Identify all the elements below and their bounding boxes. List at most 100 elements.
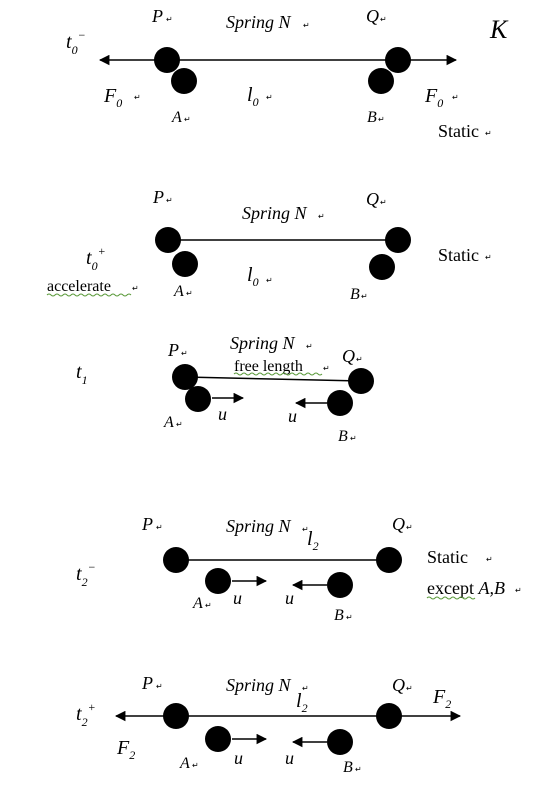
ball-b — [327, 390, 353, 416]
label-a: A — [179, 755, 190, 772]
return-mark: ↵ — [181, 349, 188, 358]
panel-t0-minus: t0− P ↵ Spring N ↵ Q ↵ F0 ↵ l0 ↵ F0 ↵ A … — [66, 6, 492, 141]
label-q: Q — [366, 189, 379, 209]
label-p: P — [141, 514, 153, 534]
velocity-label: u — [234, 748, 243, 768]
label-p: P — [167, 340, 179, 360]
spring-label: Spring N — [230, 333, 296, 353]
return-mark: ↵ — [356, 355, 363, 364]
ball-a — [172, 251, 198, 277]
return-mark: ↵ — [302, 684, 309, 693]
length-label: l0 — [247, 84, 259, 109]
return-mark: ↵ — [406, 684, 413, 693]
return-mark: ↵ — [303, 21, 310, 30]
mass-p — [172, 364, 198, 390]
state-note: except A,B — [427, 578, 505, 598]
label-q: Q — [392, 514, 405, 534]
time-label: t2− — [76, 560, 96, 589]
return-mark: ↵ — [380, 198, 387, 207]
return-mark: ↵ — [306, 342, 313, 351]
state-label: Static — [427, 547, 468, 567]
ball-a — [205, 568, 231, 594]
panel-t2-minus: P ↵ Spring N ↵ l2 Q ↵ u u A ↵ B ↵ t2− St… — [76, 514, 522, 624]
state-label: Static — [438, 245, 479, 265]
label-a: A — [171, 109, 182, 126]
spellcheck-underline — [46, 293, 132, 297]
spring-label: Spring N — [242, 203, 308, 223]
return-mark: ↵ — [266, 276, 273, 285]
label-b: B — [338, 428, 348, 445]
ball-b — [327, 572, 353, 598]
force-label-left: F2 — [116, 737, 135, 762]
label-q: Q — [392, 675, 405, 695]
time-label: t0+ — [86, 244, 106, 273]
state-label: Static — [438, 121, 479, 141]
force-label-right: F2 — [432, 686, 451, 711]
return-mark: ↵ — [361, 292, 368, 301]
return-mark: ↵ — [186, 289, 193, 298]
panel-t1: Spring N ↵ free length ↵ P ↵ Q ↵ t1 u u … — [76, 333, 374, 445]
label-a: A — [192, 595, 203, 612]
ball-b — [327, 729, 353, 755]
label-p: P — [141, 673, 153, 693]
label-p: P — [151, 6, 163, 26]
return-mark: ↵ — [132, 284, 139, 293]
label-a: A — [163, 414, 174, 431]
return-mark: ↵ — [355, 765, 362, 774]
label-a: A — [173, 283, 184, 300]
return-mark: ↵ — [192, 761, 199, 770]
panel-t0-plus: P ↵ Spring N ↵ Q ↵ t0+ accelerate ↵ l0 ↵… — [46, 187, 492, 303]
length-label: l2 — [307, 528, 319, 553]
return-mark: ↵ — [156, 682, 163, 691]
corner-label: K — [489, 15, 509, 44]
mass-q — [385, 47, 411, 73]
return-mark: ↵ — [346, 613, 353, 622]
return-mark: ↵ — [134, 93, 141, 102]
mass-p — [163, 547, 189, 573]
return-mark: ↵ — [318, 212, 325, 221]
time-label: t1 — [76, 361, 88, 387]
return-mark: ↵ — [176, 420, 183, 429]
velocity-label: u — [285, 748, 294, 768]
return-mark: ↵ — [406, 523, 413, 532]
mass-q — [385, 227, 411, 253]
label-b: B — [343, 759, 353, 776]
spellcheck-underline — [426, 596, 476, 600]
label-b: B — [367, 109, 377, 126]
spring-line — [184, 376, 362, 382]
ball-b — [368, 68, 394, 94]
panel-t2-plus: P ↵ Spring N ↵ l2 Q ↵ F2 t2+ F2 u u A ↵ … — [76, 673, 462, 776]
spellcheck-underline — [233, 372, 323, 376]
return-mark: ↵ — [266, 93, 273, 102]
return-mark: ↵ — [380, 15, 387, 24]
time-label: t0− — [66, 28, 86, 57]
return-mark: ↵ — [302, 525, 309, 534]
return-mark: ↵ — [485, 129, 492, 138]
note-accelerate: accelerate — [47, 278, 111, 295]
return-mark: ↵ — [515, 586, 522, 595]
return-mark: ↵ — [323, 364, 330, 373]
mass-p — [155, 227, 181, 253]
velocity-label: u — [288, 406, 297, 426]
return-mark: ↵ — [486, 555, 493, 564]
ball-a — [171, 68, 197, 94]
spring-label: Spring N — [226, 12, 292, 32]
length-label: l0 — [247, 264, 259, 289]
velocity-label: u — [218, 404, 227, 424]
force-label-left: F0 — [103, 85, 122, 110]
return-mark: ↵ — [205, 601, 212, 610]
spring-label: Spring N — [226, 675, 292, 695]
velocity-label: u — [233, 588, 242, 608]
time-label: t2+ — [76, 700, 96, 729]
mass-q — [348, 368, 374, 394]
free-length-label: free length — [234, 358, 303, 375]
mass-p — [163, 703, 189, 729]
return-mark: ↵ — [485, 253, 492, 262]
label-b: B — [350, 286, 360, 303]
mass-q — [376, 703, 402, 729]
return-mark: ↵ — [166, 196, 173, 205]
label-q: Q — [366, 6, 379, 26]
label-b: B — [334, 607, 344, 624]
